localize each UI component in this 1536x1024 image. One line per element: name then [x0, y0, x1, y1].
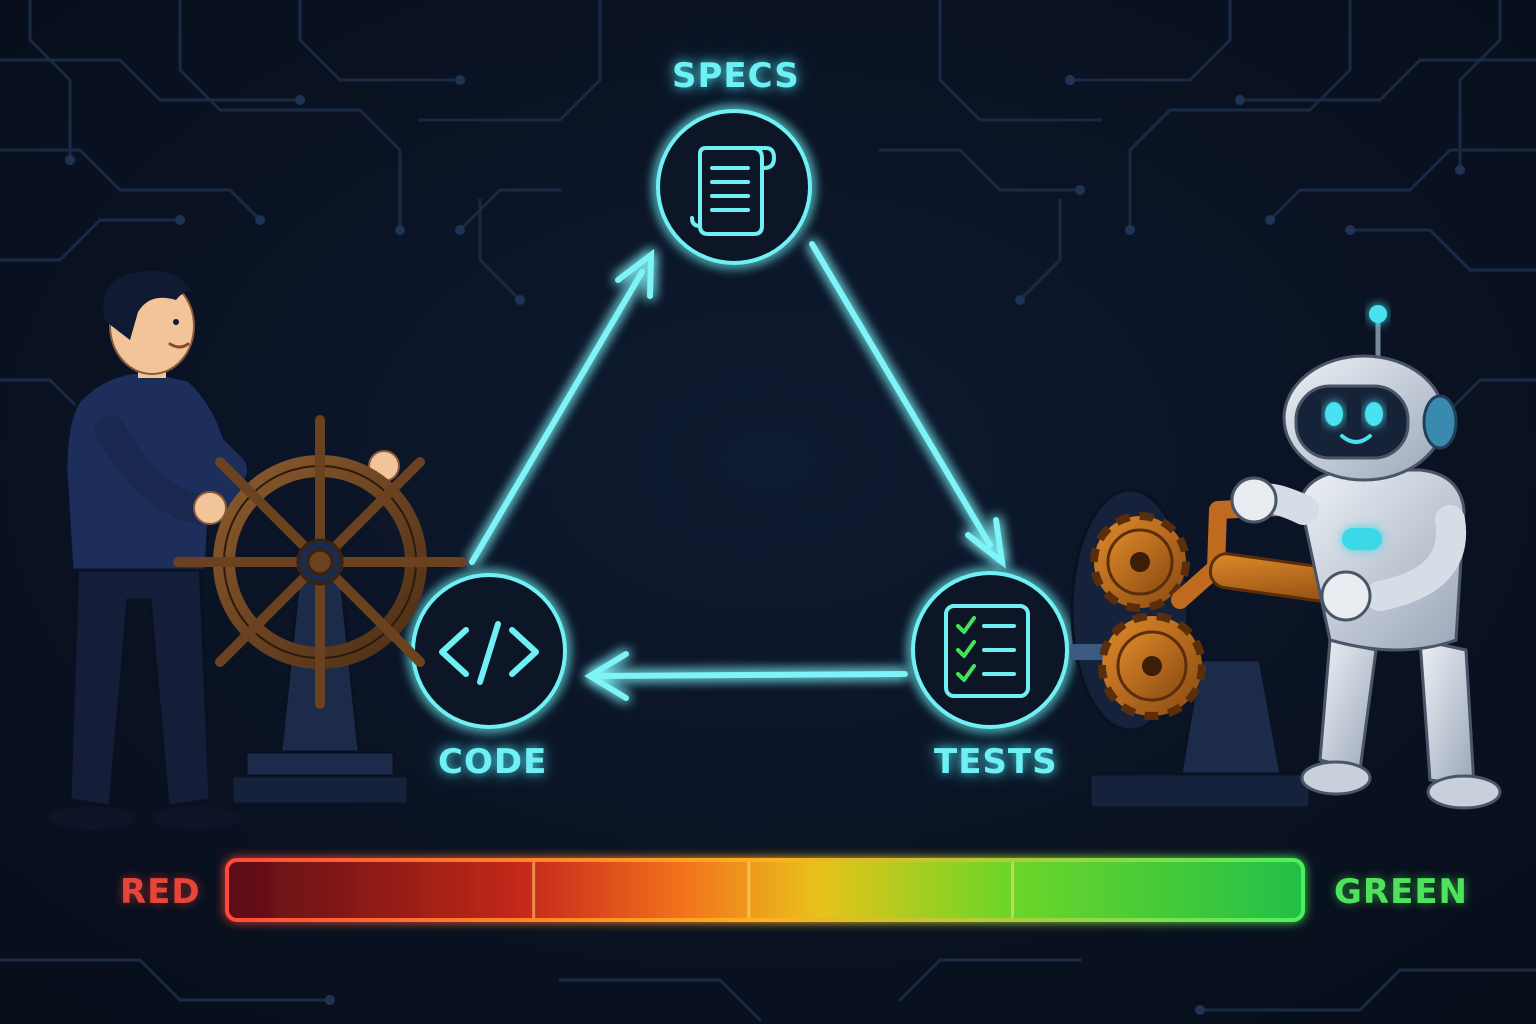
scale-dividers — [532, 862, 1014, 918]
node-tests — [911, 571, 1069, 729]
node-code — [411, 573, 567, 729]
arrowhead-specs — [615, 248, 655, 299]
red-green-scale — [225, 858, 1305, 922]
edge-tests-to-code — [592, 671, 908, 679]
checklist-icon — [944, 604, 1030, 698]
arrowhead-code — [584, 651, 629, 701]
person-at-ship-wheel — [48, 270, 467, 830]
cycle-arrows — [469, 241, 1007, 701]
scale-label-green: GREEN — [1334, 872, 1468, 912]
node-label-tests: TESTS — [934, 742, 1058, 782]
ship-wheel-icon — [173, 415, 467, 709]
node-label-code: CODE — [438, 742, 548, 782]
gear-icon — [1090, 512, 1206, 720]
node-label-specs: SPECS — [672, 56, 800, 96]
scale-label-red: RED — [120, 872, 201, 912]
edge-specs-to-tests — [809, 241, 993, 548]
scroll-icon — [690, 146, 776, 236]
arrowhead-tests — [965, 517, 1007, 570]
code-brackets-icon — [439, 621, 539, 685]
robot-turning-gear-crank — [1070, 305, 1502, 810]
node-specs — [656, 109, 812, 265]
scale-bar — [225, 858, 1305, 922]
edge-code-to-specs — [469, 269, 645, 565]
